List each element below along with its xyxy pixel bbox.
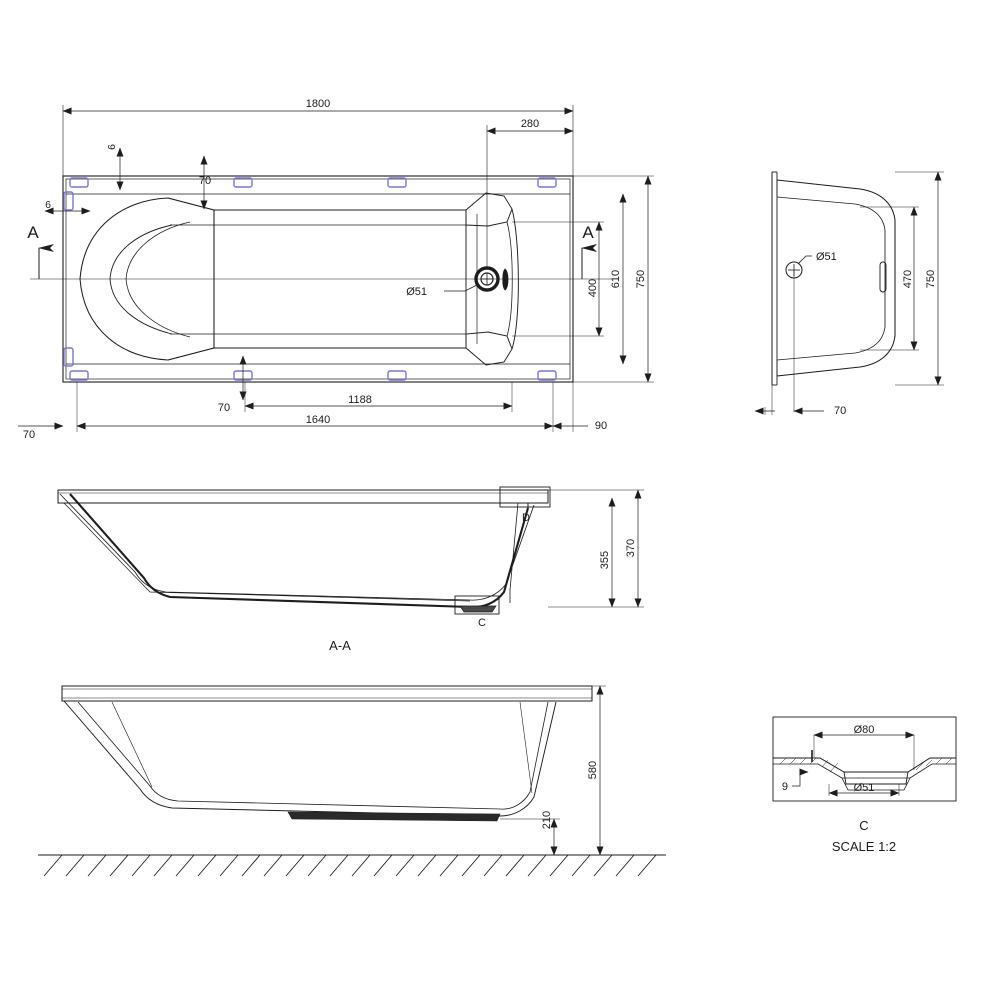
front-rim bbox=[61, 685, 593, 702]
dim-waste-from-end: 280 bbox=[521, 118, 539, 130]
plan-waste-leader bbox=[444, 284, 478, 292]
dim-flange-6-top: 6 bbox=[106, 144, 118, 150]
front-base-strip bbox=[287, 811, 501, 822]
front-outer-profile bbox=[63, 700, 557, 817]
section-mark-a-left: A bbox=[27, 223, 39, 242]
dim-leg-inset-bottom: 70 bbox=[218, 402, 230, 414]
detail-c-view-label: C bbox=[859, 818, 868, 833]
detail-c-scale-label: SCALE 1:2 bbox=[832, 839, 896, 854]
front-inner-profile bbox=[77, 701, 549, 810]
detail-c-group: Ø80 Ø51 9 C SCALE 1:2 bbox=[772, 716, 957, 854]
dim-detail-thickness: 9 bbox=[782, 781, 788, 793]
dim-end-overall-height: 750 bbox=[925, 270, 937, 288]
plan-overflow-slot bbox=[502, 268, 509, 291]
dim-leg-inset-top: 70 bbox=[199, 175, 211, 187]
dim-end-body-height: 470 bbox=[902, 270, 914, 288]
dim-overall-length: 1800 bbox=[306, 98, 330, 110]
plan-right-bottom-chamfer bbox=[465, 331, 513, 366]
dim-aa-depth-370: 370 bbox=[625, 539, 637, 557]
detail-c-box bbox=[454, 595, 500, 615]
dim-detail-inner-dia: Ø51 bbox=[854, 782, 875, 794]
plan-bowl-left-end bbox=[79, 197, 215, 361]
section-aa-outer-profile bbox=[59, 493, 535, 601]
section-mark-a-right: A bbox=[582, 223, 594, 242]
dim-detail-outer-dia: Ø80 bbox=[854, 724, 875, 736]
end-view-overflow-slot bbox=[879, 261, 887, 293]
detail-d-label: D bbox=[522, 512, 530, 524]
end-view-outline bbox=[776, 179, 896, 377]
front-elevation-group: 210 580 bbox=[38, 685, 666, 877]
dim-inner-width: 610 bbox=[610, 270, 622, 288]
detail-d-box bbox=[499, 486, 551, 508]
detail-c-hatch bbox=[779, 757, 953, 773]
dim-flange-6-left: 6 bbox=[45, 199, 51, 211]
dim-overall-width: 750 bbox=[635, 270, 647, 288]
section-aa-view-label: A-A bbox=[329, 638, 351, 653]
dim-front-total-height: 580 bbox=[587, 761, 599, 779]
detail-c-label-aa: C bbox=[478, 617, 486, 629]
dim-detail-9-leader bbox=[792, 768, 809, 787]
dim-end-foot-offset: 70 bbox=[834, 405, 846, 417]
dim-offset-left: 70 bbox=[23, 429, 35, 441]
dim-aa-depth-355: 355 bbox=[599, 551, 611, 569]
section-aa-rim bbox=[57, 489, 549, 504]
end-view-waste-dia-label: Ø51 bbox=[816, 251, 837, 263]
dim-offset-right: 90 bbox=[595, 420, 607, 432]
section-aa-group: D C 370 355 A-A bbox=[57, 486, 644, 653]
dim-frame-span: 1640 bbox=[306, 414, 330, 426]
floor-hatch bbox=[43, 854, 657, 877]
plan-right-top-chamfer bbox=[465, 192, 513, 227]
dim-leg-span: 1188 bbox=[348, 394, 372, 406]
end-view-group: Ø51 750 470 70 bbox=[754, 171, 944, 417]
detail-c-frame bbox=[772, 716, 957, 802]
detail-c-waste-fill bbox=[459, 605, 497, 613]
plan-waste-dia-label: Ø51 bbox=[406, 286, 427, 298]
plan-leg-brackets bbox=[63, 177, 557, 381]
plan-view-group: Ø51 1800 280 6 6 bbox=[18, 98, 654, 441]
dim-front-clearance: 210 bbox=[541, 811, 553, 829]
section-aa-inner-profile bbox=[69, 493, 530, 609]
dim-waste-centre: 400 bbox=[587, 279, 599, 297]
end-view-waste-leader bbox=[797, 255, 812, 265]
